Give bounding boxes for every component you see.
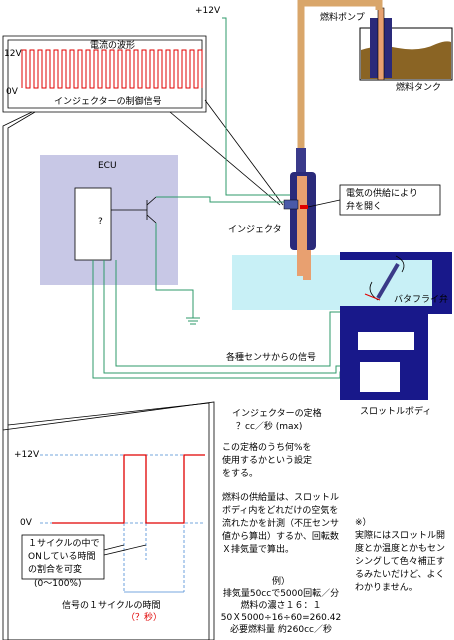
duty-note-line1: １サイクルの中で — [28, 539, 100, 549]
timing-leader — [2, 111, 33, 430]
waveform-0v-label: 0V — [6, 87, 18, 97]
duty-setting-line2: 使用するかという設定 — [222, 456, 313, 466]
duty-note-leader — [103, 544, 125, 551]
rating-title: インジェクターの定格 — [232, 409, 322, 419]
supply-amount-text: 燃料の供給量は、スロットルボディ内をどれだけの空気を流れたかを計測（不圧センサ値… — [222, 493, 340, 555]
example-line3: 50Ｘ5000÷16÷60=260.42 — [220, 613, 342, 623]
power-note-box — [307, 184, 441, 216]
injector-body — [283, 148, 316, 280]
power-note-line2: 弁を開く — [346, 202, 383, 212]
sensor-signals-label: 各種センサからの信号 — [226, 353, 317, 363]
timing-panel — [2, 401, 215, 640]
example-line4: 必要燃料量 約260cc／秒 — [230, 625, 332, 635]
rating-value: ？cc／秒 (max) — [236, 422, 303, 432]
ecu-box — [40, 155, 178, 285]
fuel-line — [297, 0, 383, 172]
injector-signal-label: インジェクターの制御信号 — [54, 97, 162, 107]
cycle-seconds-label: （？秒） — [126, 613, 163, 623]
fuel-pump — [370, 7, 392, 81]
supply-voltage-label: +12V — [195, 6, 221, 16]
waveform-12v-label: 12V — [4, 49, 22, 59]
power-note-line1: 電気の供給により — [346, 189, 418, 199]
ecu-label: ECU — [98, 161, 117, 171]
example-title: 例） — [271, 577, 290, 587]
ecu-unknown-label: ? — [98, 217, 103, 227]
throttle-body-label: スロットルボディ — [360, 407, 432, 417]
duty-note-line2: ONしている時間 — [28, 552, 96, 562]
fuel-tank-label: 燃料タンク — [396, 83, 442, 93]
transistor-symbol — [111, 196, 157, 224]
throttle-body — [232, 252, 452, 400]
fuel-pump-label: 燃料ポンプ — [320, 13, 365, 23]
duty-note-line3: の割合を可変 — [28, 565, 83, 575]
duty-note-box — [21, 534, 105, 580]
side-note-marker: ※） — [355, 518, 372, 528]
timing-pulse — [52, 454, 205, 524]
waveform-leader — [169, 111, 281, 206]
duty-setting-line1: この定格のうち何%を — [222, 443, 312, 453]
duty-range-label: (0～100%) — [34, 579, 82, 589]
waveform-panel — [2, 35, 207, 113]
side-note-text: 実際にはスロットル開度とか温度とかもセンシングして色々補正するみたいだけど、よく… — [355, 531, 446, 593]
duty-note-leader-2 — [103, 544, 147, 556]
current-waveform — [21, 49, 203, 89]
waveform-title: 電流の波形 — [90, 41, 136, 51]
ground-symbol — [186, 317, 200, 325]
timing-0v-label: 0V — [20, 518, 32, 528]
butterfly-valve — [364, 255, 405, 301]
timing-leader-inner — [7, 111, 36, 425]
butterfly-valve-label: バタフライ弁 — [394, 295, 449, 305]
example-line1: 排気量50ccで5000回転／分 — [222, 589, 340, 599]
cycle-time-label: 信号の１サイクルの時間 — [62, 601, 161, 611]
duty-setting-line3: をする。 — [222, 469, 259, 479]
timing-12v-label: +12V — [14, 450, 40, 460]
waveform-leader-2 — [204, 99, 284, 206]
injector-label: インジェクタ — [228, 225, 282, 235]
example-line2: 燃料の濃さ１６：１ — [240, 601, 322, 611]
